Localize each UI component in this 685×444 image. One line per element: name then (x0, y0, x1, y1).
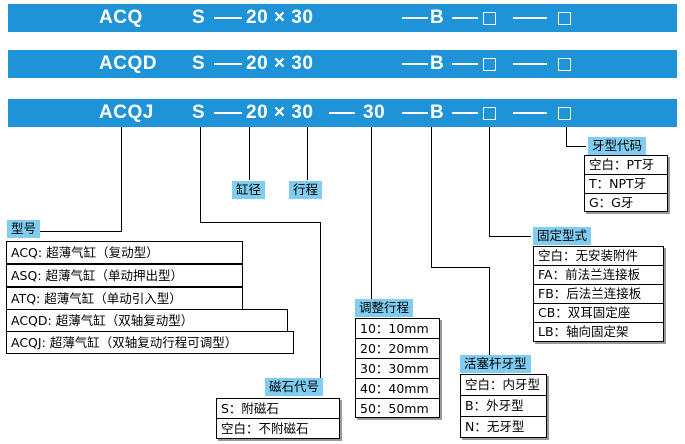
list-item: 40：40mm (356, 379, 439, 399)
connector-line (431, 127, 432, 268)
connector-line (200, 127, 201, 223)
connector-line (307, 127, 308, 180)
rod-code: B (430, 7, 445, 28)
list-item: LB：轴向固定架 (538, 324, 629, 339)
dash (513, 63, 547, 65)
list-item: FA：前法兰连接板 (534, 266, 663, 285)
connector-line (320, 222, 321, 378)
bore-label: 缸径 (232, 181, 266, 199)
dash (452, 112, 478, 114)
code-bar-acqj: ACQJ S 20 × 30 30 B (8, 99, 677, 127)
dash (214, 112, 242, 114)
list-item: G：G牙 (589, 195, 634, 210)
magnet-code: S (192, 102, 206, 123)
model-code: ACQ (99, 7, 143, 28)
list-item: 空白：PT牙 (585, 156, 667, 175)
model-code: ACQJ (99, 102, 154, 123)
magnet-code: S (192, 53, 206, 74)
placeholder-square (483, 107, 496, 120)
rod-code: B (430, 53, 445, 74)
list-item: ACQ: 超薄气缸（复动型） (11, 245, 159, 260)
connector-line (249, 127, 250, 180)
placeholder-square (483, 12, 496, 25)
list-item: 20：20mm (356, 339, 439, 359)
model-type-row-1: ACQ: 超薄气缸（复动型） (6, 241, 243, 264)
connector-line (566, 127, 567, 147)
dash (214, 17, 242, 19)
model-type-row-4: ACQD: 超薄气缸（双轴复动型） (6, 309, 288, 332)
list-item: N：无牙型 (465, 419, 525, 434)
dash (452, 63, 478, 65)
dash (513, 17, 547, 19)
adjust-stroke-table: 10：10mm 20：20mm 30：30mm 40：40mm 50：50mm (355, 318, 440, 418)
piston-rod-table: 空白：内牙型 B：外牙型 N：无牙型 (460, 374, 547, 438)
bore-stroke-code: 20 × 30 (246, 7, 314, 28)
placeholder-square (558, 58, 571, 71)
code-bar-acq: ACQ S 20 × 30 B (8, 4, 677, 32)
model-type-row-5: ACQJ: 超薄气缸（双轴复动行程可调型） (6, 331, 294, 354)
placeholder-square (558, 12, 571, 25)
model-type-title: 型号 (7, 220, 41, 238)
magnet-code: S (192, 7, 206, 28)
placeholder-square (558, 107, 571, 120)
list-item: ATQ: 超薄气缸（单动引入型） (11, 291, 182, 306)
list-item: 30：30mm (356, 359, 439, 379)
dash (329, 112, 355, 114)
model-type-row-3: ATQ: 超薄气缸（单动引入型） (6, 287, 243, 310)
list-item: 空白：内牙型 (461, 375, 546, 396)
thread-table: 空白：PT牙 T：NPT牙 G：G牙 (584, 155, 668, 212)
code-bar-acqd: ACQD S 20 × 30 B (8, 50, 677, 78)
connector-line (489, 127, 490, 237)
list-item: B：外牙型 (461, 396, 546, 417)
magnet-table: S：附磁石 空白：不附磁石 (216, 398, 340, 439)
connector-line (371, 127, 372, 299)
bore-stroke-code: 20 × 30 (246, 53, 314, 74)
list-item: 空白：不附磁石 (221, 421, 309, 436)
adjust-stroke-code: 30 (363, 102, 386, 123)
dash (214, 63, 242, 65)
list-item: T：NPT牙 (585, 175, 667, 194)
connector-line (121, 127, 122, 232)
mount-title: 固定型式 (533, 227, 592, 245)
list-item: ACQD: 超薄气缸（双轴复动型） (11, 313, 194, 328)
list-item: 空白：无安装附件 (534, 247, 663, 266)
list-item: ACQJ: 超薄气缸（双轴复动行程可调型） (11, 335, 238, 350)
dash (402, 112, 428, 114)
model-code: ACQD (99, 53, 157, 74)
list-item: ASQ: 超薄气缸（单动押出型） (11, 268, 184, 283)
rod-code: B (430, 102, 445, 123)
dash (513, 112, 547, 114)
connector-line (7, 231, 122, 232)
dash (402, 17, 428, 19)
dash (402, 63, 428, 65)
list-item: CB：双耳固定座 (534, 304, 663, 323)
connector-line (489, 236, 531, 237)
list-item: S：附磁石 (217, 399, 339, 419)
connector-line (489, 267, 490, 355)
adjust-stroke-title: 调整行程 (355, 299, 414, 317)
model-type-row-2: ASQ: 超薄气缸（单动押出型） (6, 264, 243, 287)
list-item: FB：后法兰连接板 (534, 285, 663, 304)
thread-title: 牙型代码 (588, 137, 647, 155)
connector-line (200, 222, 320, 223)
magnet-title: 磁石代号 (265, 378, 324, 396)
list-item: 50：50mm (360, 401, 429, 416)
connector-line (566, 146, 586, 147)
stroke-label: 行程 (289, 181, 323, 199)
dash (452, 17, 478, 19)
placeholder-square (483, 58, 496, 71)
bore-stroke-code: 20 × 30 (246, 102, 314, 123)
mount-table: 空白：无安装附件 FA：前法兰连接板 FB：后法兰连接板 CB：双耳固定座 LB… (533, 246, 664, 342)
connector-line (431, 267, 489, 268)
piston-rod-title: 活塞杆牙型 (460, 355, 531, 373)
list-item: 10：10mm (356, 319, 439, 339)
